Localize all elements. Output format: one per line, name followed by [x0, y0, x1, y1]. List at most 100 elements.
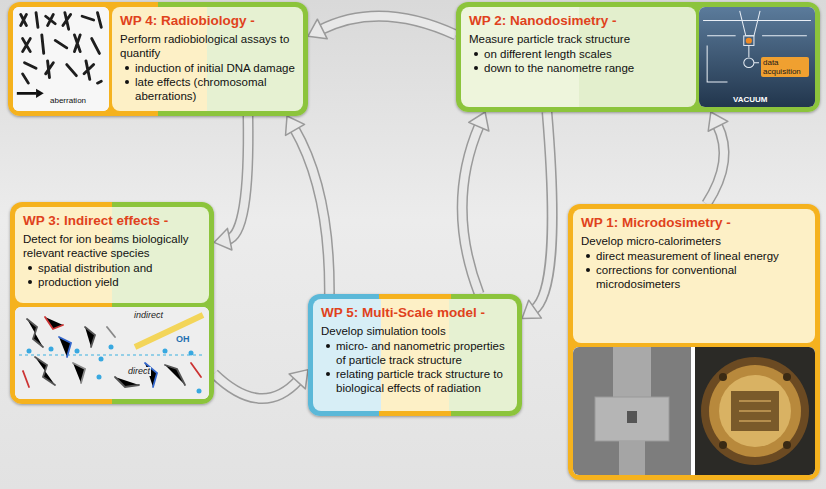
bullet-dot	[28, 266, 32, 270]
arrow-outline	[533, 112, 552, 310]
bullet-dot	[586, 268, 590, 272]
illustration-part	[82, 16, 94, 20]
illustration-part	[719, 375, 791, 447]
flow-arrow	[707, 112, 728, 204]
illustration-label: data acquisition	[761, 57, 809, 77]
illustration-part	[191, 363, 201, 377]
illustration-part	[23, 39, 31, 52]
illustration-part	[573, 347, 691, 475]
illustration-part	[17, 92, 36, 95]
illustration-label: aberration	[49, 96, 87, 105]
illustration-part	[27, 345, 202, 394]
illustration-part	[35, 357, 55, 385]
arrow-outline	[228, 116, 248, 240]
illustration-part	[67, 65, 77, 76]
illustration-part	[703, 20, 811, 21]
illustration-part	[703, 11, 811, 82]
illustration-part	[46, 61, 54, 78]
illustration-part	[748, 45, 749, 57]
package-goal: Develop simulation tools	[321, 324, 509, 338]
bullet-dot	[326, 372, 330, 376]
illustration-part	[739, 401, 771, 421]
work-package-box: WP 2: Nanodosimetry -Measure particle tr…	[456, 2, 820, 112]
illustration-part	[46, 14, 56, 25]
arrow-outline	[294, 128, 329, 294]
work-package-box: WP 3: Indirect effects - Detect for ion b…	[10, 202, 214, 404]
illustration-part	[97, 81, 101, 83]
bullet-item: corrections for conventional microdosime…	[581, 263, 807, 291]
illustration-part	[45, 317, 63, 329]
illustration-part	[627, 411, 637, 423]
arrow-body	[707, 125, 724, 204]
bullet-dot	[28, 280, 32, 284]
illustration-part	[189, 351, 194, 356]
illustration-part	[719, 373, 727, 381]
illustration-part	[27, 319, 43, 347]
illustration-part	[163, 349, 168, 354]
bullet-text: spatial distribution and	[38, 261, 152, 275]
bullet-item: relating particle track structure to bio…	[321, 367, 509, 395]
package-goal: Perform radiobiological assays to quanti…	[120, 32, 295, 60]
flow-arrow	[308, 16, 456, 39]
flow-arrow	[214, 370, 308, 399]
arrow-outline	[214, 374, 299, 399]
arrow-body	[321, 16, 456, 35]
illustration-part	[21, 13, 102, 84]
bullet-dot	[125, 80, 129, 84]
illustration-part	[619, 441, 645, 475]
package-title: WP 3: Indirect effects -	[23, 213, 201, 229]
illustration-part	[754, 62, 759, 63]
illustration-part	[27, 349, 32, 354]
package-title: WP 2: Nanodosimetry -	[469, 13, 688, 29]
illustration-frame: VACUUMdata acquisition	[699, 7, 815, 107]
work-package-box: WP 5: Multi-Scale model -Develop simulat…	[308, 294, 522, 416]
microcalorimeter-photos	[573, 347, 815, 475]
arrow-head	[214, 228, 232, 250]
illustration-part	[707, 45, 727, 82]
illustration-part	[746, 38, 752, 44]
illustration-part	[783, 373, 791, 381]
illustration-label: indirect	[133, 311, 164, 320]
illustration-part	[13, 7, 109, 111]
bullet-text: on different length scales	[484, 47, 612, 61]
illustration-part	[36, 13, 38, 28]
flow-arrow	[286, 116, 330, 294]
illustration-part	[36, 89, 44, 98]
illustration-part	[92, 39, 100, 54]
illustration-part	[23, 371, 29, 387]
arrow-outline	[462, 125, 479, 294]
bullet-text: late effects (chromosomal aberrations)	[135, 75, 295, 103]
work-package-box: aberration WP 4: Radiobiology - Perform ra…	[8, 2, 308, 116]
illustration-part	[709, 365, 801, 457]
illustration-part	[107, 327, 115, 337]
bullet-text: micro- and nanometric properties of part…	[336, 339, 509, 367]
illustration-part	[75, 349, 80, 354]
bullet-dot	[474, 66, 478, 70]
text-panel: WP 5: Multi-Scale model -Develop simulat…	[313, 299, 517, 411]
bullet-text: induction of initial DNA damage	[135, 61, 295, 75]
bullet-item: micro- and nanometric properties of part…	[321, 339, 509, 367]
illustration-part	[165, 365, 185, 385]
bullet-item: late effects (chromosomal aberrations)	[120, 75, 295, 103]
text-panel: WP 4: Radiobiology - Perform radiobiologi…	[112, 7, 303, 111]
package-goal: Detect for ion beams biologically releva…	[23, 232, 201, 260]
text-panel: WP 1: Microdosimetry -Develop micro-calo…	[573, 209, 815, 343]
illustration-label: direct	[127, 367, 151, 376]
bullet-text: production yield	[38, 275, 119, 289]
illustration-part	[719, 441, 727, 449]
bullet-text: corrections for conventional microdosime…	[596, 263, 807, 291]
illustration-part	[73, 363, 85, 383]
flow-arrow	[522, 112, 552, 318]
illustration-part	[63, 13, 71, 30]
illustration-part	[25, 63, 37, 69]
illustration-part	[695, 347, 815, 475]
reactive-species-illustration	[15, 307, 209, 399]
bullet-item: down to the nanometre range	[469, 61, 688, 75]
illustration-frame: indirectOHdirect	[15, 307, 209, 399]
illustration-part	[97, 13, 101, 28]
package-title: WP 4: Radiobiology -	[120, 13, 295, 29]
bullet-item: on different length scales	[469, 47, 688, 61]
illustration-part	[744, 58, 754, 68]
bullet-dot	[586, 254, 590, 258]
